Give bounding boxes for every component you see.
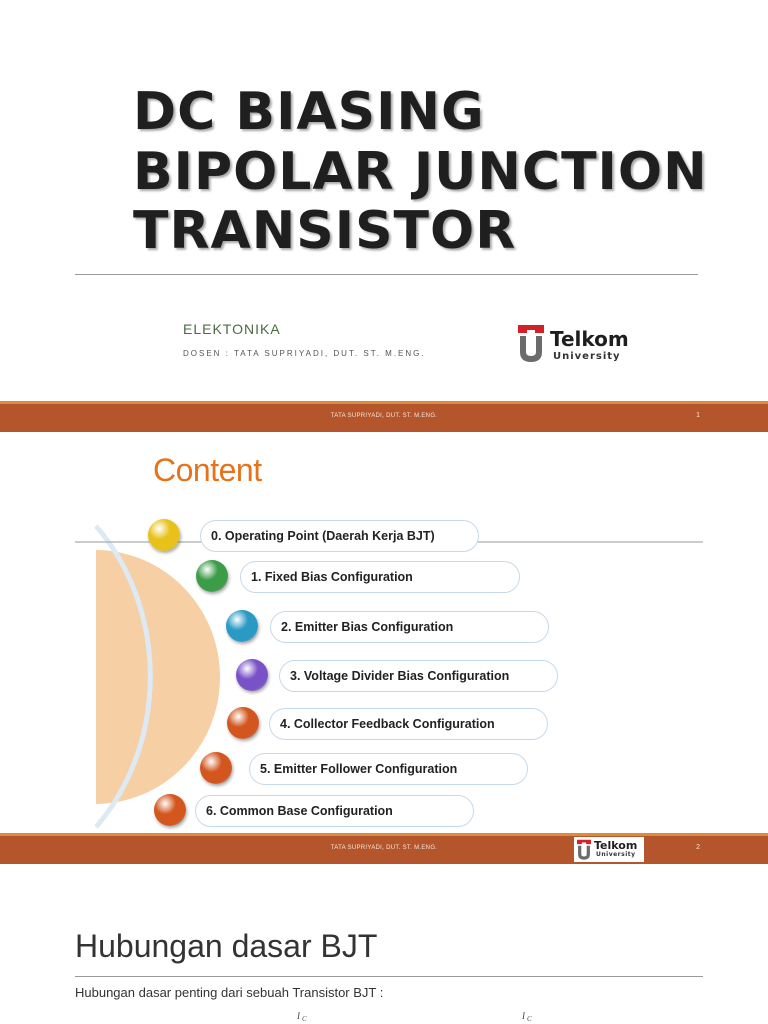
content-item-label: 0. Operating Point (Daerah Kerja BJT)	[211, 529, 435, 543]
title-divider	[75, 274, 698, 275]
content-item: 6. Common Base Configuration	[195, 795, 474, 827]
course-subtitle: ELEKTONIKA	[183, 321, 281, 337]
formula-symbol: I	[297, 1011, 300, 1021]
logo-subword: University	[596, 851, 636, 858]
bullet-sphere-icon	[196, 560, 228, 592]
logo-subword: University	[553, 351, 621, 362]
telkom-university-logo: Telkom University	[518, 325, 633, 365]
title-divider	[75, 976, 703, 977]
footer-author: TATA SUPRIYADI, DUT. ST. M.ENG.	[330, 413, 438, 419]
logo-word: Telkom	[594, 839, 638, 852]
title-line-2: BIPOLAR JUNCTION	[133, 142, 708, 202]
footer-logo: Telkom University	[574, 837, 644, 862]
formula-subscript: C	[302, 1015, 307, 1023]
content-item: 5. Emitter Follower Configuration	[249, 753, 528, 785]
telkom-logo-icon	[577, 839, 591, 860]
footer-bar: TATA SUPRIYADI, DUT. ST. M.ENG. 2 Telkom…	[0, 833, 768, 864]
bullet-sphere-icon	[226, 610, 258, 642]
content-item-label: 6. Common Base Configuration	[206, 804, 393, 818]
lecturer-line: DOSEN : TATA SUPRIYADI, DUT. ST. M.ENG.	[183, 349, 426, 358]
bullet-sphere-icon	[154, 794, 186, 826]
content-item: 3. Voltage Divider Bias Configuration	[279, 660, 558, 692]
telkom-logo-icon	[518, 325, 544, 362]
content-item: 1. Fixed Bias Configuration	[240, 561, 520, 593]
title-line-1: DC BIASING	[133, 82, 485, 142]
basic-relations-slide: Hubungan dasar BJT Hubungan dasar pentin…	[0, 865, 768, 1024]
bullet-sphere-icon	[236, 659, 268, 691]
footer-author: TATA SUPRIYADI, DUT. ST. M.ENG.	[330, 845, 438, 851]
intro-text: Hubungan dasar penting dari sebuah Trans…	[75, 985, 384, 1000]
content-item-label: 2. Emitter Bias Configuration	[281, 620, 454, 634]
title-line-3: TRANSISTOR	[133, 201, 517, 261]
formula-subscript: C	[527, 1015, 532, 1023]
title-slide: DC BIASING BIPOLAR JUNCTION TRANSISTOR E…	[0, 0, 768, 432]
content-slide: Content 0. Operating Point (Daerah Kerja…	[0, 432, 768, 865]
content-item-label: 4. Collector Feedback Configuration	[280, 717, 495, 731]
bullet-sphere-icon	[148, 519, 180, 551]
page-number: 2	[696, 844, 700, 851]
footer-bar: TATA SUPRIYADI, DUT. ST. M.ENG. 1	[0, 401, 768, 432]
content-item-label: 5. Emitter Follower Configuration	[260, 762, 458, 776]
formula-symbol: I	[522, 1011, 525, 1021]
bullet-sphere-icon	[200, 752, 232, 784]
content-title: Content	[153, 452, 262, 488]
content-item-label: 3. Voltage Divider Bias Configuration	[290, 669, 510, 683]
semicircle-decoration	[96, 532, 296, 832]
content-item: 2. Emitter Bias Configuration	[270, 611, 549, 643]
slide-title: Hubungan dasar BJT	[75, 928, 378, 964]
bullet-sphere-icon	[227, 707, 259, 739]
content-item: 4. Collector Feedback Configuration	[269, 708, 548, 740]
content-item-label: 1. Fixed Bias Configuration	[251, 570, 413, 584]
logo-word: Telkom	[550, 327, 629, 351]
content-item: 0. Operating Point (Daerah Kerja BJT)	[200, 520, 479, 552]
page-number: 1	[696, 412, 700, 419]
